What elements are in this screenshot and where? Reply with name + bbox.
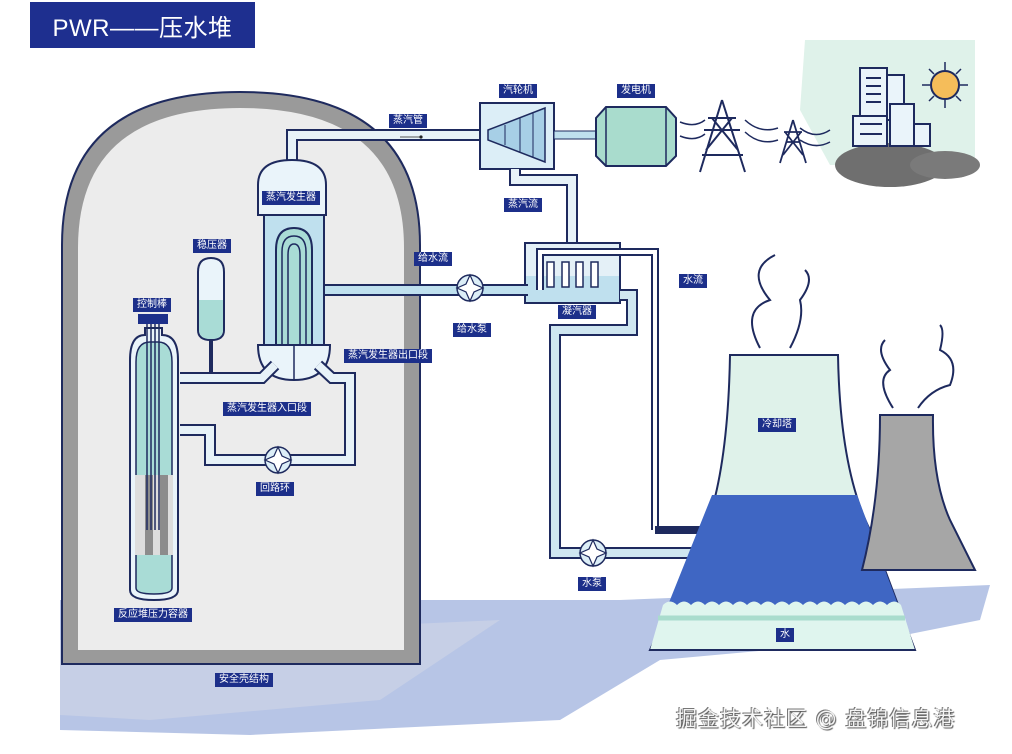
watermark: 掘金技术社区 @ 盘锦信息港 xyxy=(676,707,956,731)
label-pressurizer: 稳压器 xyxy=(193,239,231,253)
label-control-rods: 控制棒 xyxy=(133,298,171,312)
label-circulation-pump: 回路环 xyxy=(256,482,294,496)
label-water-flow: 水流 xyxy=(679,274,707,288)
primary-loop-pipe xyxy=(180,362,354,464)
generator xyxy=(595,106,677,167)
label-cooling-tower: 冷却塔 xyxy=(758,418,796,432)
cooling-tower-small xyxy=(860,414,977,571)
exhaust-pipe xyxy=(511,169,576,250)
label-steam-flow: 蒸汽流 xyxy=(504,198,542,212)
steam-cloud xyxy=(751,254,810,349)
circulation-pump-icon xyxy=(263,445,293,475)
steam-cloud-small xyxy=(880,324,955,409)
label-sg-outlet: 蒸汽发生器出口段 xyxy=(344,349,432,363)
label-generator: 发电机 xyxy=(617,84,655,98)
sun-icon xyxy=(922,62,968,108)
steam-pipe xyxy=(288,131,480,170)
pylon-small-icon xyxy=(779,119,807,164)
pylon-icon xyxy=(699,99,746,173)
power-lines xyxy=(679,119,831,147)
cooling-loop-return xyxy=(538,250,657,530)
label-steam-pipe: 蒸汽管 xyxy=(389,114,427,128)
page-title: PWR——压水堆 xyxy=(30,2,255,48)
label-water-pump: 水泵 xyxy=(578,577,606,591)
feedwater-pump-icon xyxy=(455,273,485,303)
reactor-vessel xyxy=(129,314,179,602)
label-steam-generator: 蒸汽发生器 xyxy=(262,191,320,205)
label-reactor-vessel: 反应堆压力容器 xyxy=(114,608,192,622)
label-turbine: 汽轮机 xyxy=(499,84,537,98)
label-containment: 安全壳结构 xyxy=(215,673,273,687)
water-pump-icon xyxy=(578,538,608,568)
label-sg-inlet: 蒸汽发生器入口段 xyxy=(223,402,311,416)
label-feedwater-flow: 给水流 xyxy=(414,252,452,266)
label-feedwater-pump: 给水泵 xyxy=(453,323,491,337)
turbine-blades xyxy=(487,106,546,164)
city-icon xyxy=(835,67,980,187)
label-water: 水 xyxy=(776,628,794,642)
label-condenser: 凝汽器 xyxy=(558,305,596,319)
